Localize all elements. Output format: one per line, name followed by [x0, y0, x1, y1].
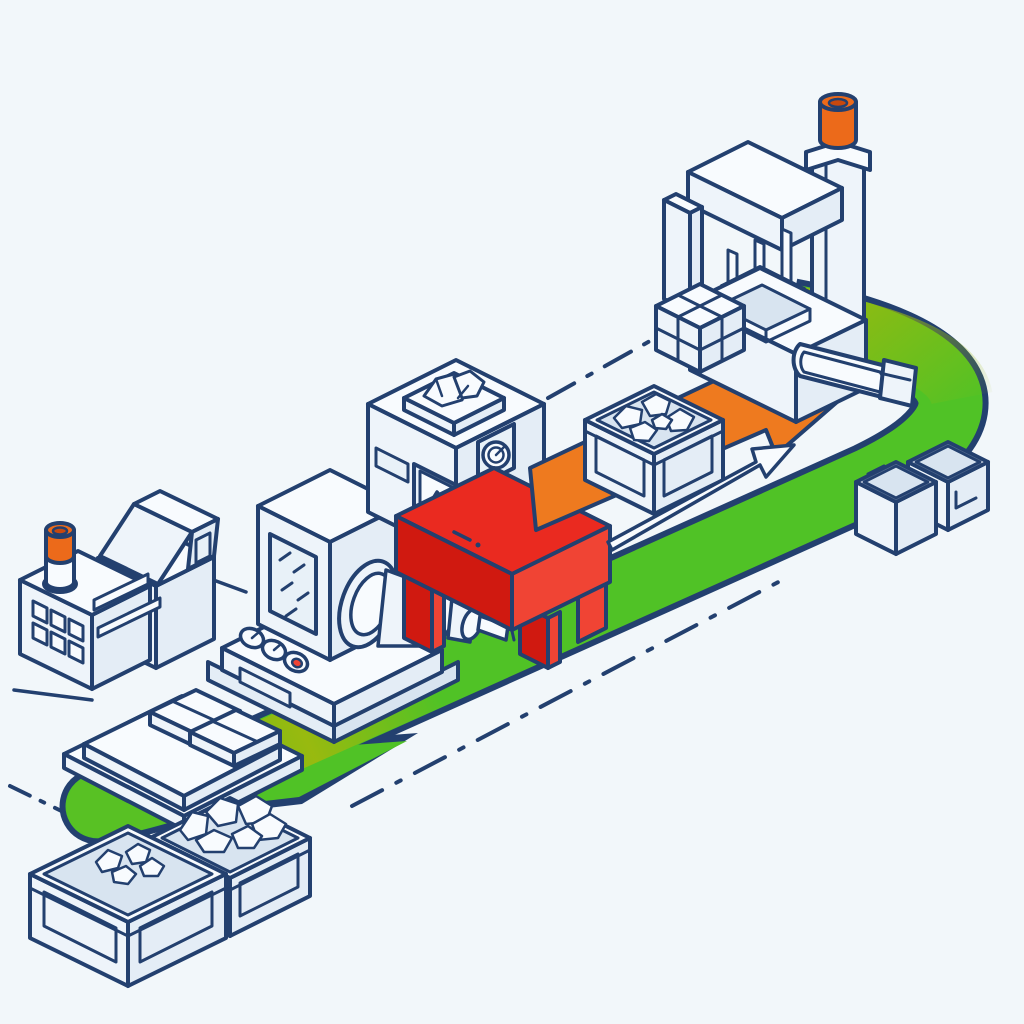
scrap-pile [612, 392, 696, 443]
output-bins [854, 440, 990, 556]
floor-line [12, 688, 94, 702]
scrap-pile [94, 842, 166, 886]
lathe-base-face [332, 648, 444, 728]
console-rail [92, 572, 150, 612]
button [67, 617, 85, 643]
beacon-lamp [44, 528, 76, 565]
sheet-seam [170, 699, 220, 724]
output-chute [791, 342, 918, 408]
scrap-chunk [178, 810, 210, 842]
scrap-chunk [194, 828, 234, 854]
progress-arrow [606, 443, 796, 552]
scrap-chunk [124, 842, 152, 866]
bin-opening [914, 444, 982, 480]
chute-end-bevel [882, 372, 912, 382]
lathe-machine [206, 468, 516, 744]
red-workbench [394, 466, 612, 670]
sheet-platform [62, 688, 304, 832]
chute-end [878, 358, 918, 408]
scrap-crate-line [583, 384, 725, 516]
lathe-knobs [238, 626, 310, 674]
scrap-chunk [650, 412, 674, 431]
machine-slot [374, 446, 410, 484]
gauge-needle [494, 445, 506, 457]
scrap-chunk [664, 407, 696, 433]
lathe-base-panel [238, 666, 292, 709]
knob-tick [250, 630, 261, 640]
scrap-chunk [138, 856, 166, 878]
crate-rim-line [28, 886, 228, 938]
button [31, 621, 49, 647]
output-bin-front [854, 460, 938, 556]
knob-tick [272, 642, 283, 652]
scrap-chunk [94, 848, 124, 874]
sheet-side [232, 729, 282, 768]
rock-facet [434, 377, 444, 398]
cap-hole [827, 97, 849, 109]
guide-dash-lower [350, 576, 788, 808]
platform-face [182, 744, 282, 812]
scrap-chunk [204, 796, 240, 828]
metal-sheet [188, 708, 282, 768]
crate-panel [42, 890, 118, 964]
scrap-crates-input [28, 794, 312, 988]
press-crossbar [686, 140, 844, 252]
machine-window [194, 531, 212, 565]
platform-top [82, 695, 282, 812]
scrap-chunk [612, 404, 644, 430]
console-buttons [31, 599, 85, 665]
scrap-chunk [110, 864, 138, 886]
scrap-chunk [230, 824, 264, 850]
bench-leg-side [546, 610, 562, 670]
scrap-crate-front [28, 824, 228, 988]
knob-indicator [290, 657, 304, 669]
bench-dot [475, 542, 481, 548]
beacon-lamp-core [51, 526, 69, 536]
dial-gauge [476, 422, 516, 488]
button [49, 630, 67, 656]
button [31, 599, 49, 625]
box-seams [654, 293, 746, 363]
scrap-pile [178, 794, 288, 854]
window-hatches [278, 551, 310, 618]
bench-face [510, 524, 612, 632]
bin-fold [866, 464, 886, 476]
scrap-chunk [628, 420, 659, 443]
gauge-ring-inner [487, 446, 505, 464]
smokestack-cap [818, 92, 858, 150]
crate-rim-line [583, 429, 725, 467]
button [67, 639, 85, 665]
cap-body [818, 100, 858, 150]
button [49, 608, 67, 634]
rock-facet [456, 384, 470, 400]
rock-hopper [402, 369, 506, 437]
crate-panel [238, 852, 300, 918]
bin-notch [954, 490, 978, 510]
control-console [18, 521, 162, 691]
bin-opening [862, 464, 930, 500]
crate-panel [138, 890, 214, 964]
scrap-chunk [640, 392, 672, 418]
metal-sheets [148, 688, 282, 768]
console-rail [96, 596, 162, 639]
bench-mark [452, 530, 472, 542]
stacked-boxes [654, 282, 746, 374]
signal-beacon [42, 521, 78, 594]
sheet-seam [210, 719, 260, 744]
stamping-press [654, 92, 918, 424]
